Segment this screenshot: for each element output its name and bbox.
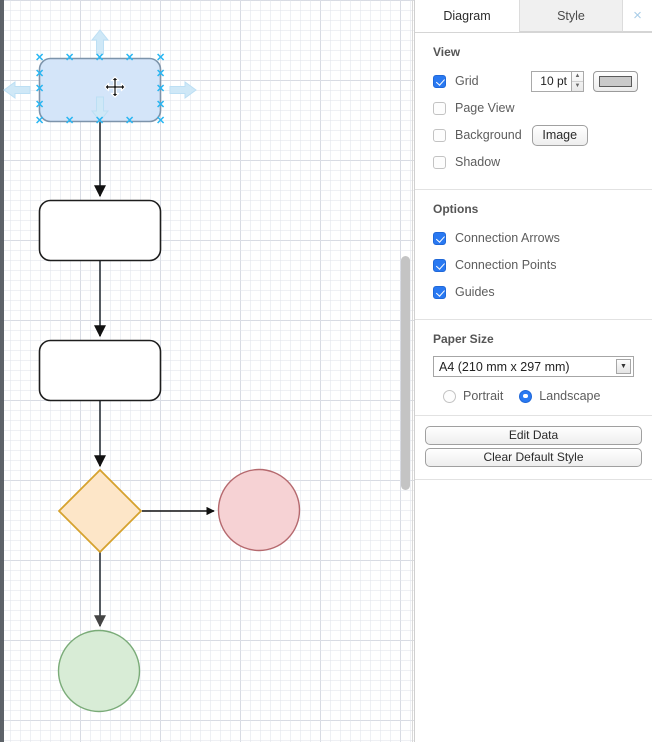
portrait-label: Portrait (463, 389, 504, 403)
options-section-title: Options (433, 202, 479, 216)
page-view-row: Page View (433, 96, 638, 120)
canvas-grid (0, 0, 414, 742)
paper-size-section: Paper Size A4 (210 mm x 297 mm) ▼ Portra… (415, 320, 652, 416)
guides-label: Guides (455, 285, 495, 299)
canvas-left-edge (0, 0, 4, 742)
format-panel: Diagram Style × View Grid 10 pt ▲ ▼ (414, 0, 652, 742)
grid-color-swatch (599, 75, 632, 87)
shadow-label: Shadow (455, 155, 501, 169)
canvas-scrollbar-thumb[interactable] (401, 256, 410, 490)
edit-data-button[interactable]: Edit Data (425, 426, 642, 445)
chevron-down-icon[interactable]: ▼ (616, 359, 631, 374)
grid-size-input[interactable]: 10 pt (531, 70, 571, 92)
process-box-1[interactable] (38, 199, 162, 262)
background-row: Background Image (433, 123, 638, 147)
connection-arrows-checkbox[interactable] (433, 231, 446, 245)
background-checkbox[interactable] (433, 128, 446, 142)
page-view-label: Page View (455, 101, 515, 115)
portrait-radio[interactable] (443, 389, 456, 403)
canvas-right-border (412, 0, 413, 742)
spinner-up-icon[interactable]: ▲ (572, 72, 583, 82)
view-section: View Grid 10 pt ▲ ▼ Page View (415, 33, 652, 190)
grid-color-button[interactable] (593, 70, 638, 92)
spinner-down-icon[interactable]: ▼ (574, 83, 581, 89)
connection-points-label: Connection Points (455, 258, 557, 272)
start-process-box[interactable] (38, 57, 162, 123)
connector-edges (94, 122, 215, 628)
paper-size-select[interactable]: A4 (210 mm x 297 mm) ▼ (433, 356, 634, 377)
diagram-shapes (38, 57, 301, 713)
paper-size-title: Paper Size (433, 332, 494, 346)
guides-checkbox[interactable] (433, 285, 446, 299)
background-label: Background (455, 128, 522, 142)
grid-label: Grid (455, 74, 479, 88)
panel-actions: Edit Data Clear Default Style (415, 416, 652, 480)
shadow-row: Shadow (433, 150, 638, 174)
connection-points-checkbox[interactable] (433, 258, 446, 272)
connection-arrows-row: Connection Arrows (433, 226, 638, 250)
end-circle[interactable] (57, 629, 141, 713)
tab-diagram[interactable]: Diagram (415, 0, 519, 32)
orientation-row: Portrait Landscape (433, 389, 638, 403)
guides-row: Guides (433, 280, 638, 304)
panel-empty-area (415, 480, 652, 742)
background-image-button[interactable]: Image (531, 124, 588, 146)
grid-size-spinner[interactable]: ▲ ▼ (571, 70, 584, 92)
landscape-radio[interactable] (519, 389, 533, 403)
canvas-vertical-scrollbar[interactable] (401, 0, 410, 742)
paper-size-value: A4 (210 mm x 297 mm) (439, 359, 570, 374)
page-view-checkbox[interactable] (433, 101, 446, 115)
grid-row: Grid 10 pt ▲ ▼ (433, 69, 638, 93)
view-section-title: View (433, 45, 461, 59)
error-circle[interactable] (217, 468, 301, 552)
grid-checkbox[interactable] (433, 74, 446, 88)
clear-default-style-button[interactable]: Clear Default Style (425, 448, 642, 467)
shadow-checkbox[interactable] (433, 155, 446, 169)
options-section: Options Connection Arrows Connection Poi… (415, 190, 652, 320)
connection-points-row: Connection Points (433, 253, 638, 277)
process-box-2[interactable] (38, 339, 162, 402)
connection-arrows-label: Connection Arrows (455, 231, 560, 245)
close-icon[interactable]: × (623, 0, 652, 32)
landscape-label: Landscape (539, 389, 601, 403)
decision-diamond[interactable] (58, 469, 142, 553)
format-panel-tabs: Diagram Style × (415, 0, 652, 33)
diagram-canvas[interactable]: ✕ ✕ ✕ ✕ ✕ ✕ ✕ ✕ ✕ ✕ ✕ ✕ ✕ ✕ ✕ ✕ (0, 0, 414, 742)
grid-size-stepper[interactable]: 10 pt ▲ ▼ (531, 70, 584, 92)
tab-style[interactable]: Style (519, 0, 623, 32)
